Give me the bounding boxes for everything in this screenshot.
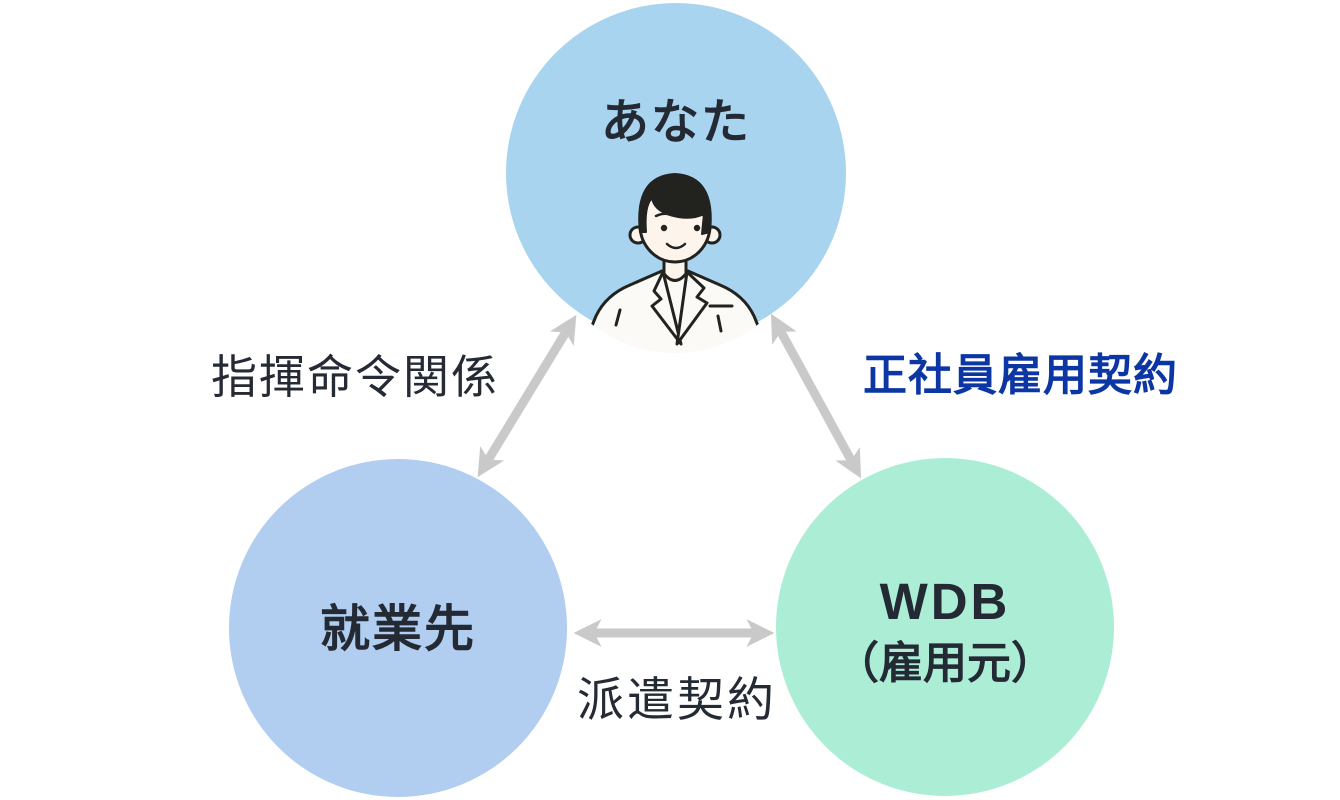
node-wdb-label-line2: （雇用元） — [835, 639, 1055, 688]
node-wdb-label-line1: WDB — [879, 573, 1011, 630]
worker-illustration-icon — [576, 173, 774, 353]
arrow-worksite-you — [477, 314, 577, 478]
edge-label-dispatch-contract: 派遣契約 — [577, 673, 777, 726]
node-worksite-circle — [229, 459, 567, 797]
node-you-label: あなた — [600, 96, 751, 149]
node-wdb-circle — [776, 458, 1114, 796]
edge-label-command-relationship: 指揮命令関係 — [211, 351, 499, 403]
arrow-you-wdb — [770, 313, 862, 479]
edge-label-fulltime-employment-contract: 正社員雇用契約 — [863, 351, 1178, 400]
node-worksite-label: 就業先 — [320, 601, 476, 657]
